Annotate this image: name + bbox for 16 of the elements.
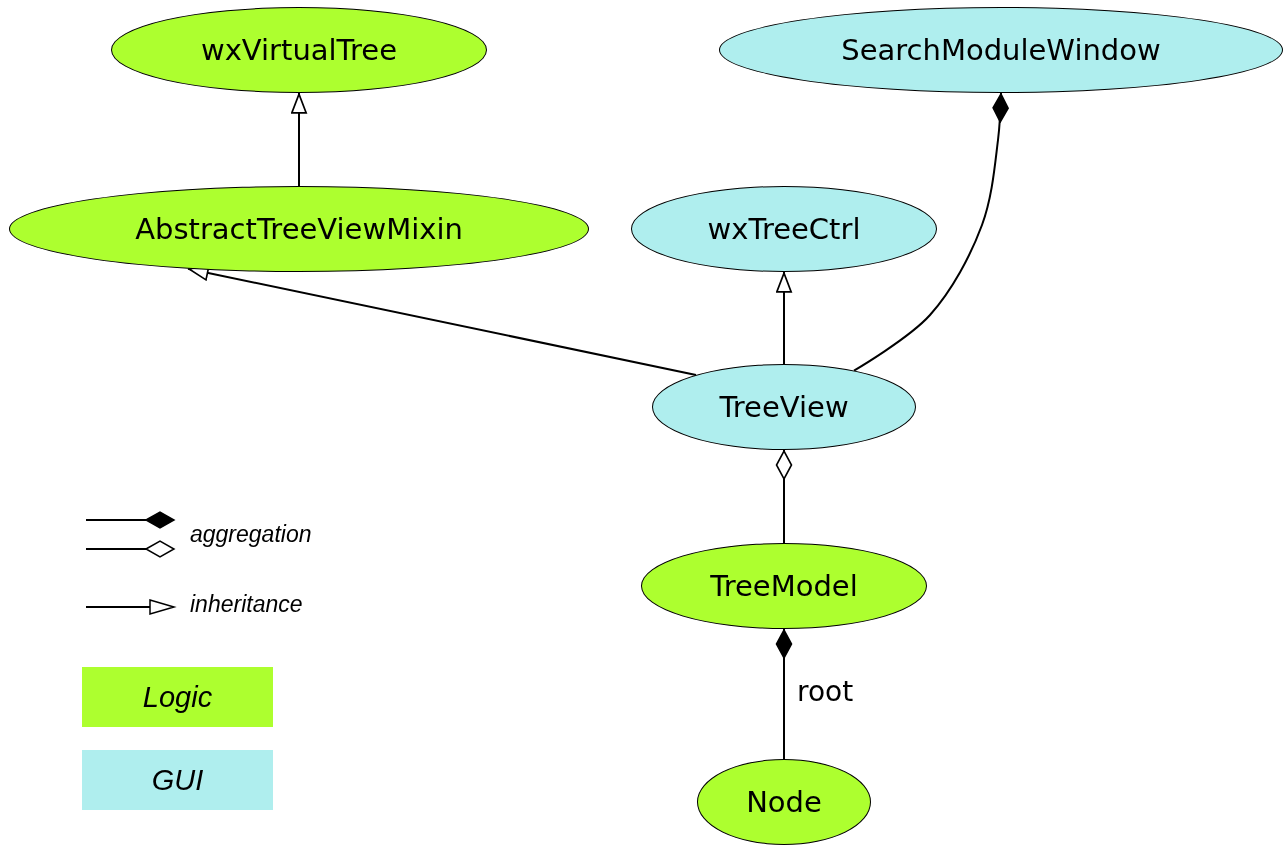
aggregation-connector — [853, 92, 1009, 372]
legend-swatch: Logic — [82, 667, 273, 727]
legend-label: inheritance — [190, 591, 303, 618]
class-ellipse: SearchModuleWindow — [719, 7, 1283, 93]
class-ellipse: wxTreeCtrl — [631, 186, 937, 272]
class-ellipse: TreeModel — [641, 543, 927, 629]
legend-swatch: GUI — [82, 750, 273, 810]
inheritance-arrow — [776, 271, 792, 365]
legend-label: aggregation — [190, 521, 312, 548]
class-ellipse: Node — [697, 759, 871, 845]
class-ellipse: wxVirtualTree — [111, 7, 487, 93]
class-ellipse: TreeView — [652, 364, 916, 450]
class-ellipse: AbstractTreeViewMixin — [9, 186, 589, 272]
aggregation-connector — [775, 628, 793, 760]
aggregation-connector — [775, 449, 793, 544]
inheritance-arrow — [291, 92, 307, 187]
